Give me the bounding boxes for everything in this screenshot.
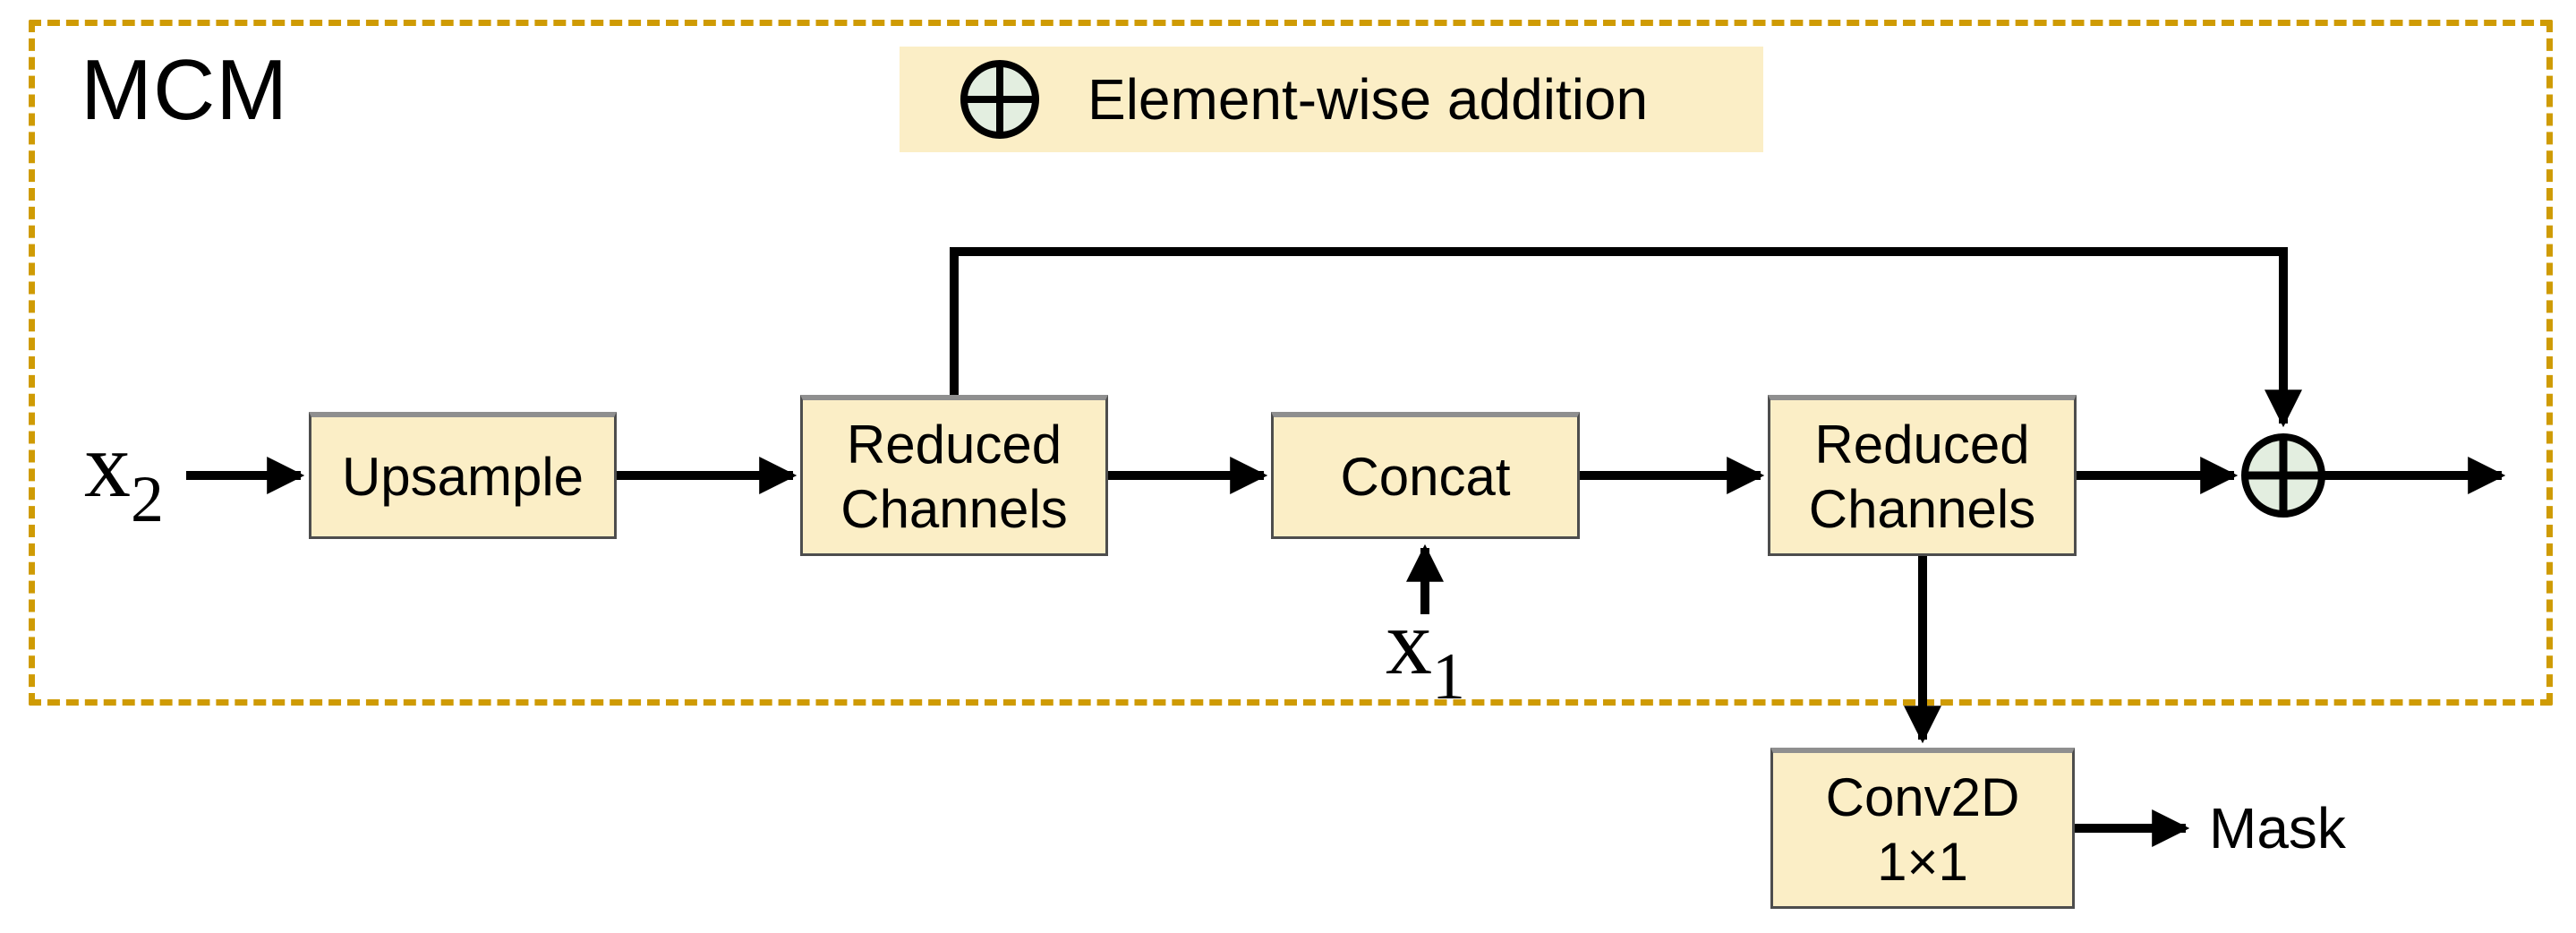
input-x2: x2 [84, 419, 164, 536]
node-upsample: Upsample [309, 412, 617, 539]
module-title: MCM [81, 42, 289, 138]
input-x1-subscript: 1 [1432, 640, 1465, 714]
node-reduced-channels-1-line2: Channels [840, 478, 1068, 539]
node-upsample-label: Upsample [341, 446, 584, 507]
node-reduced-channels-1-line1: Reduced [846, 414, 1062, 475]
node-reduced-channels-1: Reduced Channels [800, 395, 1108, 556]
element-wise-addition-node [2239, 431, 2328, 520]
input-x2-subscript: 2 [131, 463, 164, 536]
legend: Element-wise addition [900, 47, 1763, 152]
node-conv2d-line1: Conv2D [1825, 766, 2020, 827]
input-x1: x1 [1343, 596, 1508, 711]
plus-circle-icon [2241, 433, 2325, 518]
input-x2-base: x [84, 414, 131, 517]
node-reduced-channels-2-line2: Channels [1808, 478, 2036, 539]
node-reduced-channels-2-line1: Reduced [1814, 414, 2030, 475]
node-concat: Concat [1271, 412, 1580, 539]
node-conv2d-1x1: Conv2D 1×1 [1770, 748, 2075, 909]
mcm-module-boundary [29, 20, 2553, 706]
node-reduced-channels-2: Reduced Channels [1768, 395, 2077, 556]
legend-label: Element-wise addition [1088, 67, 1649, 132]
plus-circle-icon [960, 60, 1039, 139]
node-conv2d-line2: 1×1 [1877, 831, 1968, 892]
node-concat-label: Concat [1340, 446, 1511, 507]
input-x1-base: x [1386, 591, 1432, 694]
output-mask-label: Mask [2209, 796, 2346, 860]
